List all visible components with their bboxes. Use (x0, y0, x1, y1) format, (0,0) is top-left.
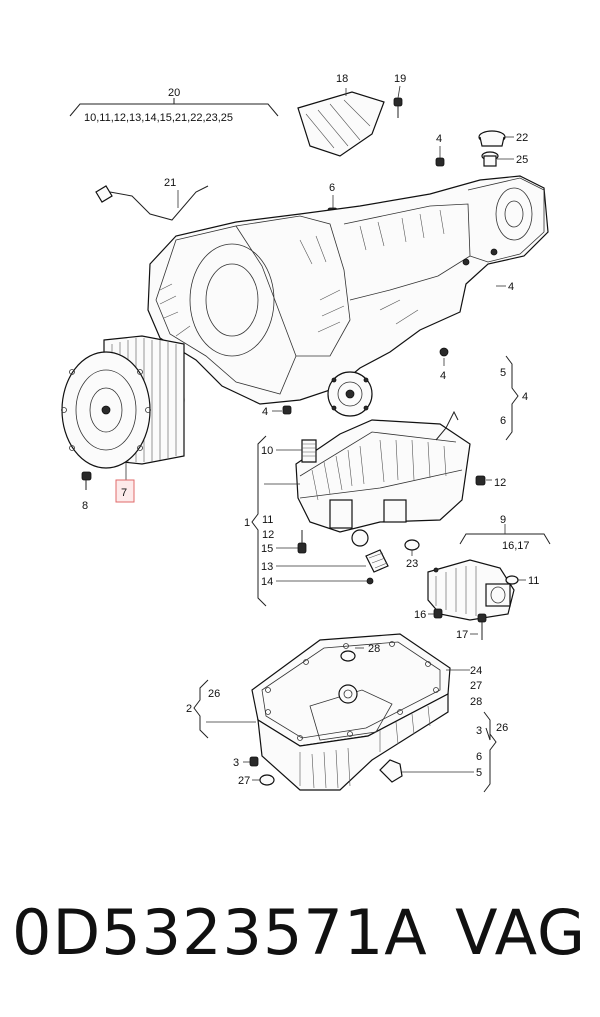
callout-17: 17 (456, 629, 468, 641)
spring-13: 13 (261, 549, 389, 573)
output-flange (327, 371, 373, 417)
callout-3-right: 3 (476, 725, 482, 737)
callout-9: 9 (500, 514, 506, 526)
torque-converter-7: 7 (61, 335, 185, 503)
callout-6-right: 6 (500, 415, 506, 427)
callout-27-right: 27 (470, 680, 482, 692)
bolt-8: 8 (81, 471, 92, 512)
o-ring-11-right: 11 (505, 575, 539, 587)
group-bracket-5-4-6: 5 4 6 (500, 355, 528, 441)
callout-8: 8 (82, 500, 88, 512)
callout-7: 7 (121, 487, 127, 499)
callout-10: 10 (261, 445, 273, 457)
o-ring-23: 23 (404, 539, 420, 570)
gearbox-housing (147, 175, 549, 405)
o-ring-28-top: 28 (340, 643, 380, 662)
callout-15: 15 (261, 543, 273, 555)
breather-cap-22: 22 (478, 130, 528, 147)
exploded-parts-diagram: 20 10,11,12,13,14,15,21,22,23,25 18 19 2… (61, 73, 551, 793)
spring-10: 10 (261, 439, 317, 463)
oil-pan (257, 684, 449, 791)
callout-11-right: 11 (528, 575, 539, 587)
callout-11-left: 11 (262, 514, 273, 526)
callout-27-left: 27 (238, 775, 250, 787)
callout-14: 14 (261, 576, 273, 588)
callout-6-right-bottom: 6 (476, 751, 482, 763)
callout-12-right: 12 (494, 477, 506, 489)
drain-plug-5: 5 (379, 759, 482, 783)
bolt-16: 16 (414, 608, 443, 621)
bolt-4-mid: 4 (440, 358, 446, 382)
callout-22: 22 (516, 132, 528, 144)
group-bracket-20: 20 10,11,12,13,14,15,21,22,23,25 (69, 87, 279, 124)
bolt-19: 19 (393, 73, 406, 118)
callout-26-left: 26 (208, 688, 220, 700)
callout-5-right: 5 (500, 367, 506, 379)
callout-16: 16 (414, 609, 426, 621)
callout-3-left: 3 (233, 757, 239, 769)
seal-cap-25: 25 (481, 151, 528, 167)
pin-14: 14 (261, 576, 374, 588)
callout-6-top: 6 (329, 182, 335, 194)
callout-28-top: 28 (368, 643, 380, 655)
group-bracket-2: 26 2 (186, 679, 256, 739)
callouts-pan-right: 24 27 28 (446, 665, 482, 708)
callout-12-left: 12 (262, 529, 274, 541)
callout-5-bottom: 5 (476, 767, 482, 779)
bolt-15: 15 (261, 530, 307, 555)
callout-26-right: 26 (496, 722, 508, 734)
group-bracket-1: 1 11 12 (244, 435, 300, 607)
sensor-wire-21: 21 (95, 177, 209, 221)
bolt-3: 3 (233, 756, 259, 769)
callout-20: 20 (168, 87, 180, 99)
bolt-17: 17 (456, 613, 487, 641)
callout-24: 24 (470, 665, 482, 677)
part-number: 0D5323571A (12, 896, 428, 969)
group-bracket-3: 3 26 6 (476, 711, 508, 793)
bolt-4-right: 4 (496, 281, 514, 293)
bolt-4-top: 4 (435, 133, 445, 167)
callout-23: 23 (406, 558, 418, 570)
callout-28-right: 28 (470, 696, 482, 708)
cover-plate-18: 18 (297, 73, 385, 157)
callout-4-mid: 4 (440, 370, 446, 382)
callout-21: 21 (164, 177, 176, 189)
footer-caption: 0D5323571A VAG (0, 888, 600, 978)
o-ring-27: 27 (238, 774, 275, 787)
valve-body (295, 410, 471, 547)
callout-2: 2 (186, 703, 192, 715)
callout-4-bottom: 4 (262, 406, 268, 418)
mechatronic-unit-9: 9 16,17 (427, 514, 551, 621)
callout-19: 19 (394, 73, 406, 85)
callout-18: 18 (336, 73, 348, 85)
callout-4-right: 4 (508, 281, 514, 293)
callout-16-17: 16,17 (502, 540, 530, 552)
callout-20-list: 10,11,12,13,14,15,21,22,23,25 (84, 112, 233, 124)
highlighted-callout-box (115, 479, 135, 503)
callout-25: 25 (516, 154, 528, 166)
brand-label: VAG (455, 896, 586, 969)
callout-13: 13 (261, 561, 273, 573)
bolt-12-right: 12 (475, 475, 506, 489)
bolt-4-bottom: 4 (262, 405, 292, 418)
callout-4-top: 4 (436, 133, 442, 145)
callout-1: 1 (244, 517, 250, 529)
callout-4-bracket: 4 (522, 391, 528, 403)
